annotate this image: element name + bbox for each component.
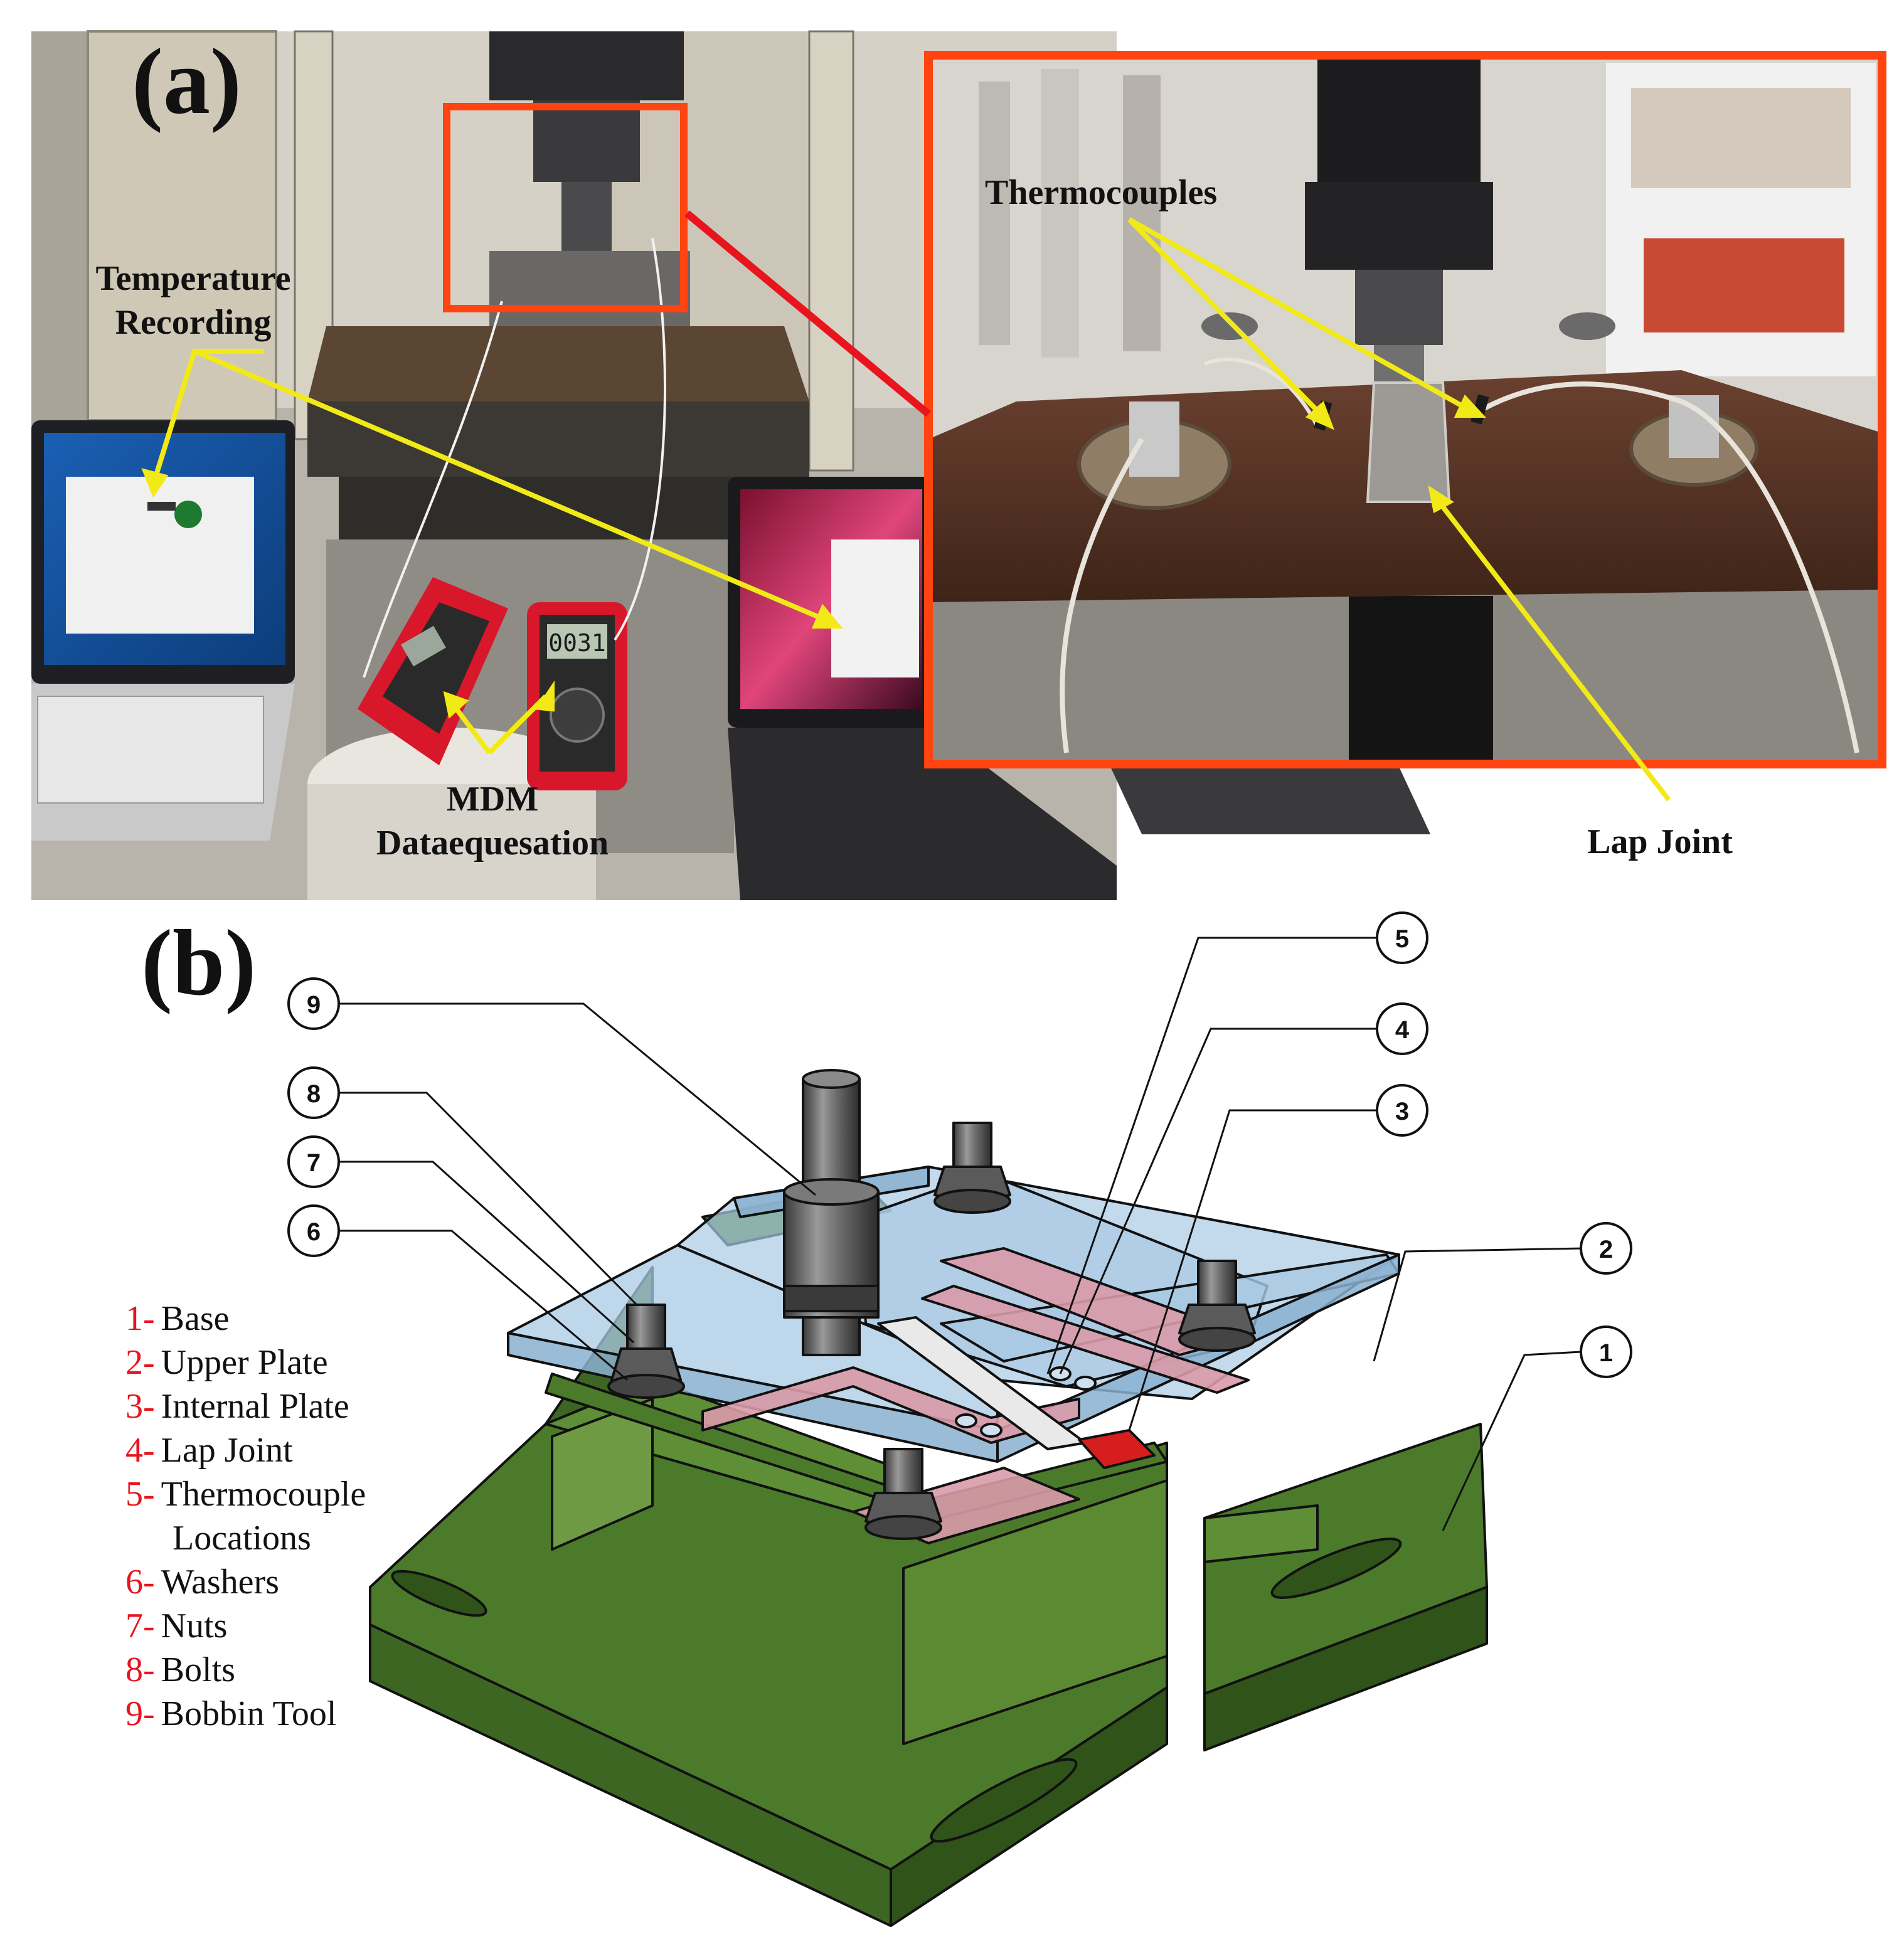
balloon-8: 8	[287, 1066, 340, 1119]
balloon-6: 6	[287, 1204, 340, 1257]
legend-item-3: 3-Internal Plate	[125, 1387, 349, 1426]
legend-item-8: 8-Bolts	[125, 1650, 235, 1689]
bolt-front-right	[864, 1448, 942, 1540]
temperature-recording-line1: Temperature	[95, 259, 290, 298]
leader-lines	[141, 217, 1671, 802]
bobbin-tool	[783, 1069, 880, 1356]
thermocouple-holes	[955, 1366, 1097, 1438]
mdm-line2: Dataequesation	[376, 824, 609, 863]
panel-b-label: (b)	[141, 911, 256, 1015]
cad-assembly	[369, 1069, 1488, 1927]
balloon-6-text: 6	[307, 1218, 321, 1246]
balloons: 1 2 3 4 5 6 7 8	[287, 911, 1632, 1378]
temperature-recording-label: Temperature Recording	[95, 259, 290, 342]
base-right	[1203, 1423, 1488, 1751]
balloon-4: 4	[1376, 1002, 1428, 1055]
multimeter-left	[358, 577, 508, 765]
balloon-7: 7	[287, 1135, 340, 1188]
lap-joint-part	[1078, 1429, 1156, 1469]
inset-photo	[928, 55, 1882, 765]
lap-joint-callout: Lap Joint	[1587, 822, 1733, 861]
thermocouples-label: Thermocouples	[985, 173, 1217, 212]
legend-item-1: 1-Base	[125, 1299, 230, 1338]
legend-item-5-cont: Locations	[173, 1519, 311, 1558]
legend-item-6: 6-Washers	[125, 1563, 279, 1602]
legend-item-5: 5-Thermocouple	[125, 1475, 366, 1514]
zoom-connector	[684, 210, 931, 417]
balloon-7-text: 7	[307, 1149, 321, 1177]
balloon-leaders	[339, 937, 1585, 1531]
balloon-9-text: 9	[307, 991, 321, 1019]
legend-item-4: 4-Lap Joint	[125, 1431, 293, 1470]
balloon-9: 9	[287, 977, 340, 1030]
balloon-8-text: 8	[307, 1080, 321, 1108]
base-left	[369, 1266, 1168, 1927]
balloon-1-text: 1	[1599, 1339, 1613, 1367]
bolt-front-left	[607, 1304, 685, 1399]
legend-item-2: 2-Upper Plate	[125, 1343, 328, 1382]
panel-a-label: (a)	[132, 29, 242, 134]
laptop-left	[31, 420, 295, 841]
bolt-back-left	[933, 1122, 1011, 1214]
balloon-3: 3	[1376, 1084, 1428, 1137]
temperature-recording-line2: Recording	[115, 303, 272, 342]
highlight-box-small	[443, 103, 688, 312]
balloon-5: 5	[1376, 911, 1428, 964]
balloon-4-text: 4	[1395, 1016, 1410, 1044]
balloon-2-text: 2	[1599, 1236, 1613, 1263]
meter-reading: 0031	[548, 629, 606, 657]
bolt-back-right	[1178, 1260, 1256, 1352]
mdm-label: MDM Dataequesation	[376, 780, 609, 863]
legend-item-9: 9-Bobbin Tool	[125, 1694, 336, 1733]
mdm-line1: MDM	[447, 780, 538, 819]
balloon-2: 2	[1580, 1222, 1632, 1275]
multimeter-right: 0031	[527, 602, 627, 790]
balloon-3-text: 3	[1395, 1098, 1409, 1125]
legend-item-7: 7-Nuts	[125, 1607, 227, 1645]
parts-legend: 1-Base 2-Upper Plate 3-Internal Plate 4-…	[125, 1299, 366, 1733]
balloon-1: 1	[1580, 1325, 1632, 1378]
balloon-5-text: 5	[1395, 925, 1409, 953]
